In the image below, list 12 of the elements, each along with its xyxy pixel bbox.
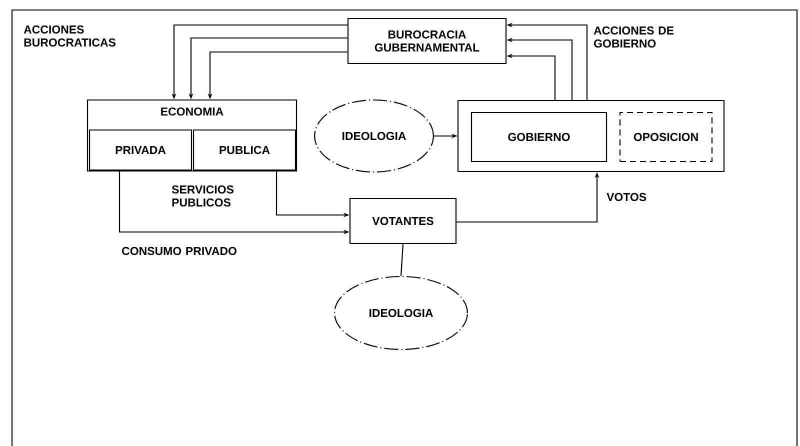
table-cell: PUBLICA (192, 129, 296, 171)
table-cell: PRIVADA (88, 129, 192, 171)
label: ACCIONES DE GOBIERNO (594, 26, 674, 48)
process-box: BUROCRACIA GUBERNAMENTAL (347, 18, 507, 64)
process-box (457, 100, 725, 172)
edge-label: SERVICIOS PUBLICOS (172, 185, 234, 207)
process-box: GOBIERNO (470, 112, 608, 162)
edge-label: CONSUMO PRIVADO (122, 246, 236, 256)
edge-label: VOTOS (606, 192, 646, 202)
process-box: VOTANTES (349, 198, 457, 244)
dashed-box: OPOSICION (619, 112, 713, 162)
label: ACCIONES BUROCRATICAS (24, 25, 116, 47)
